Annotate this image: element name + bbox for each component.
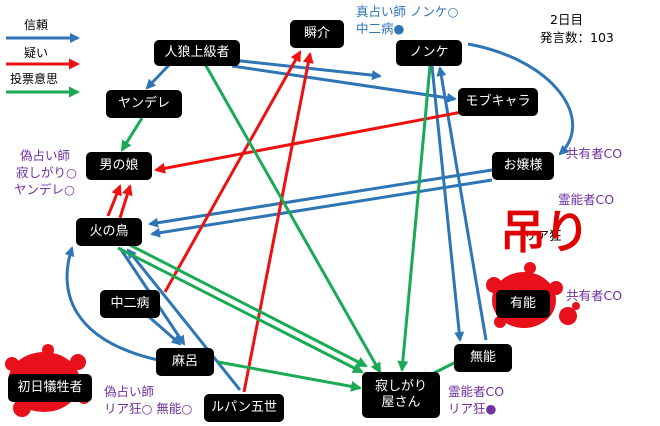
legend-doubt-label: 疑い (24, 46, 49, 60)
edge-vote-hinotori-sabishigari-2 (123, 240, 368, 368)
annotation-reinou-1: 霊能者CO (558, 192, 615, 207)
node-otokonoko: 男の娘 (86, 152, 152, 180)
edge-trust-jinrou-mobu (231, 64, 457, 103)
node-ojousama: お嬢様 (492, 152, 554, 180)
edge-trust-ojousama-hinotori-2 (150, 178, 493, 238)
annotation-nise-uranai-1: 偽占い師 (20, 148, 71, 163)
edge-doubt-hinotori-otokonoko-2 (118, 184, 133, 219)
edge-doubt-chuunibyou-shunsuke (163, 50, 302, 293)
edge-trust-mabo-hinotori (64, 246, 159, 362)
annotation-riakyou-black: リア狂● (448, 401, 497, 416)
node-munou: 無能 (454, 344, 512, 372)
node-hinotori: 火の鳥 (76, 218, 142, 246)
node-mobukyara: モブキャラ (458, 88, 538, 116)
edge-vote-mabo-sabishigari (217, 360, 362, 392)
annotation-nise-uranai-1b: 寂しがり○ (16, 165, 77, 180)
edge-vote-yandere-otokonoko (120, 117, 144, 152)
node-shoniti-giseisha: 初日犠牲者 (8, 374, 92, 402)
node-sabishigari-yasan: 寂しがり 屋さん (362, 372, 440, 418)
edge-doubt-hinotori-otokonoko-1 (106, 184, 122, 217)
annotation-kyouyuu-1: 共有者CO (566, 146, 623, 161)
node-nonke: ノンケ (396, 40, 462, 66)
annotation-nise-uranai-1c: ヤンデレ○ (14, 182, 75, 197)
annotation-chuuni-black: 中二病● (356, 21, 405, 36)
node-sabishigari-line2: 屋さん (381, 395, 421, 410)
legend-vote-label: 投票意思 (10, 72, 59, 86)
edge-vote-nonke-sabishigari (397, 65, 432, 372)
annotation-nise-uranai-2b: リア狂○ 無能○ (104, 401, 193, 416)
legend-trust-label: 信頼 (24, 18, 49, 32)
annotation-nise-uranai-2: 偽占い師 (104, 384, 155, 399)
edge-vote-hinotori-sabishigari-1 (117, 246, 364, 374)
statement-count: 発言数：103 (540, 30, 614, 45)
node-yuunou: 有能 (496, 290, 550, 318)
node-jinrou-joukyuusha: 人狼上級者 (154, 40, 240, 66)
edge-doubt-lupan-shunsuke (242, 52, 314, 393)
node-yandere: ヤンデレ (106, 90, 182, 118)
node-shunsuke: 瞬介 (290, 20, 344, 48)
node-mabo: 麻呂 (156, 348, 214, 376)
overlay-tsuri: 吊り (500, 205, 590, 259)
edge-doubt-mobu-otokonoko (154, 110, 463, 174)
edge-trust-jinrou-yandere (145, 62, 172, 90)
node-sabishigari-line1: 寂しがり (374, 379, 427, 394)
node-chuunibyou: 中二病 (100, 290, 160, 318)
edge-trust-nonke-ojousama (467, 42, 575, 156)
node-lupan-gosei: ルパン五世 (204, 394, 284, 422)
annotation-riakyou-partial: リア狂 (524, 228, 562, 243)
day-label: 2日目 (550, 12, 583, 27)
edge-trust-nonke-munou (430, 65, 465, 342)
annotation-shin-uranai: 真占い師 ノンケ○ (356, 4, 459, 19)
edge-trust-ojousama-hinotori-1 (148, 168, 493, 228)
edge-trust-chuunibyou-mabo (147, 314, 182, 346)
annotation-reinou-2: 霊能者CO (448, 384, 505, 399)
edge-trust-lupan-hinotori (126, 248, 242, 391)
annotation-kyouyuu-2: 共有者CO (566, 288, 623, 303)
edge-vote-jinrou-sabishigari (203, 63, 382, 374)
